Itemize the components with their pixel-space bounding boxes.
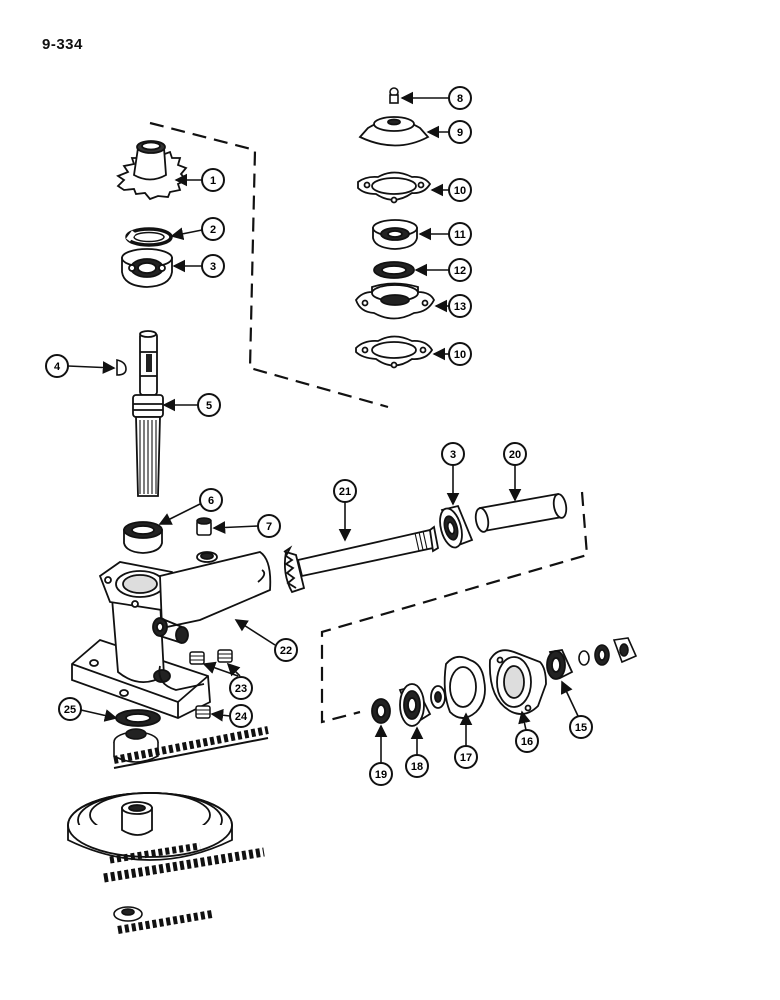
svg-text:25: 25 xyxy=(64,704,76,716)
part-2-snap-ring xyxy=(125,227,173,247)
svg-text:10: 10 xyxy=(454,349,466,361)
small-washers-and-nut xyxy=(578,637,638,666)
part-5-vertical-shaft xyxy=(132,330,164,497)
part-10-gasket-upper xyxy=(357,171,432,204)
callout-15: 15 xyxy=(560,680,593,739)
part-17-gasket xyxy=(443,655,486,719)
small-sprocket xyxy=(113,906,143,922)
callout-3-upper: 3 xyxy=(172,254,225,278)
callout-7: 7 xyxy=(212,514,281,538)
callout-10-upper: 10 xyxy=(430,178,472,202)
callout-3-right: 3 xyxy=(441,442,465,506)
part-21-bevel-gear-shaft xyxy=(283,525,440,594)
callout-25: 25 xyxy=(58,697,118,722)
part-6-seal xyxy=(123,521,163,554)
callout-2: 2 xyxy=(170,217,225,241)
callout-21: 21 xyxy=(333,479,357,542)
svg-text:23: 23 xyxy=(235,683,247,695)
callout-10-lower: 10 xyxy=(432,342,472,366)
part-1-sprocket-cap xyxy=(116,140,188,201)
svg-text:3: 3 xyxy=(450,449,456,461)
callout-12: 12 xyxy=(414,258,472,282)
svg-text:11: 11 xyxy=(454,229,466,241)
svg-text:6: 6 xyxy=(208,495,214,507)
svg-text:2: 2 xyxy=(210,224,216,236)
svg-text:18: 18 xyxy=(411,761,423,773)
part-7-fitting xyxy=(196,517,212,536)
svg-text:5: 5 xyxy=(206,400,212,412)
part-3-bearing-right xyxy=(439,504,474,549)
part-25-washer xyxy=(115,709,161,727)
sheave-pulley xyxy=(67,792,233,861)
part-8-grease-fitting xyxy=(389,87,399,104)
svg-text:17: 17 xyxy=(460,752,472,764)
svg-text:19: 19 xyxy=(375,769,387,781)
svg-text:8: 8 xyxy=(457,93,463,105)
callout-24: 24 xyxy=(210,704,253,728)
drive-chain-upper xyxy=(113,726,269,769)
svg-text:22: 22 xyxy=(280,645,292,657)
part-11-bearing xyxy=(372,219,418,250)
svg-text:12: 12 xyxy=(454,265,466,277)
svg-text:13: 13 xyxy=(454,301,466,313)
svg-text:9: 9 xyxy=(457,127,463,139)
callout-19: 19 xyxy=(369,724,393,786)
part-4-key xyxy=(116,359,127,376)
callout-6: 6 xyxy=(158,488,223,525)
part-18-bearing xyxy=(398,683,446,727)
callout-17: 17 xyxy=(454,712,478,769)
lower-sprocket xyxy=(113,728,159,763)
svg-text:16: 16 xyxy=(521,736,533,748)
callout-20: 20 xyxy=(503,442,527,502)
dashed-group-line-lower xyxy=(320,491,589,724)
callout-9: 9 xyxy=(426,120,472,144)
part-15-seal xyxy=(546,648,574,680)
part-22-gearbox-housing xyxy=(71,551,272,719)
callout-4: 4 xyxy=(45,354,116,378)
callout-18: 18 xyxy=(405,726,429,778)
callout-23: 23 xyxy=(202,661,253,700)
page-number: 9-334 xyxy=(42,36,83,53)
callout-11: 11 xyxy=(418,222,472,246)
svg-text:21: 21 xyxy=(339,486,351,498)
callout-22: 22 xyxy=(234,619,298,662)
callout-13: 13 xyxy=(434,294,472,318)
part-16-flange-housing xyxy=(489,649,547,715)
callout-8: 8 xyxy=(400,86,472,110)
drive-chain-middle xyxy=(103,842,265,883)
part-23-set-screws xyxy=(189,649,233,665)
svg-text:20: 20 xyxy=(509,449,521,461)
part-10-gasket-lower xyxy=(355,335,434,369)
drive-chain-lower xyxy=(117,910,213,934)
svg-text:1: 1 xyxy=(210,175,216,187)
svg-text:24: 24 xyxy=(235,711,248,723)
part-24-set-screw xyxy=(195,705,211,719)
part-9-bearing-cap xyxy=(358,116,430,147)
svg-text:3: 3 xyxy=(210,261,216,273)
svg-text:7: 7 xyxy=(266,521,272,533)
callout-5: 5 xyxy=(162,393,221,417)
callout-16: 16 xyxy=(515,710,539,753)
dashed-group-line-upper xyxy=(149,121,389,409)
callout-1: 1 xyxy=(174,168,225,192)
part-12-washer xyxy=(373,261,415,279)
svg-text:15: 15 xyxy=(575,722,587,734)
part-13-bearing-housing xyxy=(354,282,436,320)
svg-text:10: 10 xyxy=(454,185,466,197)
part-19-washer xyxy=(371,698,391,724)
part-20-spacer-tube xyxy=(474,492,568,533)
svg-text:4: 4 xyxy=(54,361,61,373)
part-3-bearing-upper xyxy=(121,248,173,288)
